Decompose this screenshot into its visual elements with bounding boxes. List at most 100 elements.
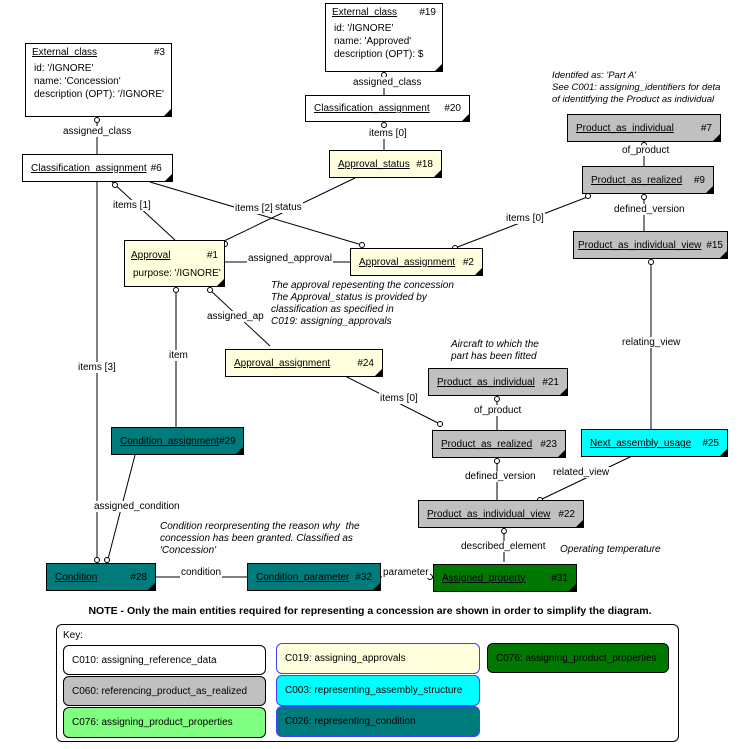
key-item: C010: assigning_reference_data bbox=[63, 645, 266, 675]
entity-condition-assignment-29[interactable]: Condition_assignment#29 bbox=[111, 427, 244, 455]
entity-name: Approval_assignment bbox=[234, 357, 331, 369]
entity-id: #7 bbox=[700, 122, 712, 134]
entity-attr: purpose: '/IGNORE' bbox=[133, 268, 221, 279]
entity-id: #19 bbox=[419, 7, 436, 18]
entity-next-assembly-usage-25[interactable]: Next_assembly_usage #25 bbox=[581, 429, 728, 457]
relation-label: assigned_class bbox=[352, 77, 423, 88]
entity-name: Product_as_realized bbox=[441, 438, 533, 450]
entity-id: #28 bbox=[130, 571, 147, 583]
entity-product-as-individual-21[interactable]: Product_as_individual #21 bbox=[428, 368, 568, 396]
relation-label: items [1] bbox=[112, 200, 152, 211]
key-item-label: C026: representing_condition bbox=[285, 716, 416, 727]
entity-classification-assignment-6[interactable]: Classification_assignment#6 bbox=[22, 154, 173, 182]
relation-label: described_element bbox=[460, 541, 547, 552]
entity-classification-assignment-20[interactable]: Classification_assignment#20 bbox=[305, 95, 470, 122]
entity-name: Product_as_individual_view bbox=[427, 508, 551, 520]
note-part-a: Identifed as: 'Part A' See C001: assigni… bbox=[552, 70, 721, 105]
entity-product-as-realized-9[interactable]: Product_as_realized#9 bbox=[582, 166, 714, 194]
note-approval: The approval repesenting the concession … bbox=[271, 280, 454, 327]
entity-condition-28[interactable]: Condition #28 bbox=[46, 563, 156, 591]
entity-condition-parameter-32[interactable]: Condition_parameter#32 bbox=[247, 563, 381, 591]
relation-label: defined_version bbox=[613, 204, 686, 215]
key-item-label: C019: assigning_approvals bbox=[285, 653, 406, 664]
entity-id: #1 bbox=[206, 250, 218, 261]
entity-name: Product_as_individual bbox=[576, 122, 674, 134]
key-item: C003: representing_assembly_structure bbox=[276, 675, 480, 706]
entity-id: #25 bbox=[702, 437, 719, 449]
main-note: NOTE - Only the main entities required f… bbox=[88, 605, 652, 617]
entity-name: Approval_status bbox=[338, 158, 410, 170]
entity-attr: name: 'Approved' bbox=[334, 36, 412, 47]
relation-label: parameter bbox=[382, 567, 430, 578]
entity-id: #22 bbox=[558, 508, 575, 520]
entity-name: Approval bbox=[131, 250, 171, 261]
entity-id: #15 bbox=[706, 239, 723, 251]
note-aircraft: Aircraft to which the part has been fitt… bbox=[451, 339, 539, 362]
entity-id: #31 bbox=[551, 572, 568, 584]
relation-label: items [0] bbox=[368, 128, 408, 139]
key-item-label: C010: assigning_reference_data bbox=[72, 654, 217, 666]
entity-approval-assignment-2[interactable]: Approval_assignment #2 bbox=[350, 248, 483, 276]
key-item: C019: assigning_approvals bbox=[276, 643, 480, 674]
entity-approval-status-18[interactable]: Approval_status #18 bbox=[329, 150, 442, 178]
entity-product-as-realized-23[interactable]: Product_as_realized #23 bbox=[432, 430, 566, 458]
entity-external-class-3[interactable]: External_class#3 id: '/IGNORE' name: 'Co… bbox=[25, 43, 172, 117]
key-item: C026: representing_condition bbox=[276, 706, 480, 737]
entity-id: #2 bbox=[462, 256, 474, 268]
relation-label: assigned_class bbox=[62, 126, 133, 137]
note-operating: Operating temperature bbox=[560, 544, 661, 555]
relation-label: items [2] bbox=[234, 203, 274, 214]
entity-name: Assigned_property bbox=[442, 572, 526, 584]
entity-attr: id: '/IGNORE' bbox=[34, 63, 94, 74]
entity-attr: name: 'Concession' bbox=[34, 76, 121, 87]
entity-attr: description (OPT): '/IGNORE' bbox=[34, 89, 164, 100]
entity-id: #24 bbox=[357, 357, 374, 369]
relation-label: assigned_approval bbox=[247, 253, 333, 264]
relation-label: defined_version bbox=[464, 471, 537, 482]
note-condition: Condition reorpresenting the reason why … bbox=[160, 521, 360, 556]
entity-name: Product_as_individual bbox=[437, 376, 535, 388]
relation-label: status bbox=[274, 202, 303, 213]
relation-label: assigned_condition bbox=[93, 501, 181, 512]
entity-external-class-19[interactable]: External_class#19 id: '/IGNORE' name: 'A… bbox=[325, 3, 443, 72]
entity-name: Classification_assignment bbox=[31, 162, 147, 174]
key-legend: Key: C010: assigning_reference_data C060… bbox=[56, 624, 679, 742]
entity-name: Next_assembly_usage bbox=[590, 437, 692, 449]
entity-name: Condition_assignment bbox=[120, 435, 219, 447]
entity-product-as-individual-view-15[interactable]: Product_as_individual_view #15 bbox=[573, 231, 728, 259]
relation-label: of_product bbox=[621, 145, 671, 156]
entity-id: #18 bbox=[416, 158, 433, 170]
entity-name: Approval_assignment bbox=[359, 256, 456, 268]
entity-id: #23 bbox=[540, 438, 557, 450]
relation-label: condition bbox=[180, 567, 223, 578]
entity-product-as-individual-7[interactable]: Product_as_individual #7 bbox=[567, 114, 721, 142]
key-item-label: C076: assigning_product_properties bbox=[72, 717, 233, 728]
entity-assigned-property-31[interactable]: Assigned_property #31 bbox=[433, 564, 577, 592]
relation-label: assigned_ap bbox=[206, 311, 265, 322]
entity-id: #20 bbox=[444, 103, 461, 114]
relation-label: items [0] bbox=[505, 213, 545, 224]
entity-attr: description (OPT): $ bbox=[334, 49, 424, 60]
relation-label: items [0] bbox=[379, 393, 419, 404]
relation-label: relating_view bbox=[621, 337, 682, 348]
key-item: C060: referencing_product_as_realized bbox=[63, 676, 266, 706]
key-title: Key: bbox=[63, 630, 84, 641]
entity-product-as-individual-view-22[interactable]: Product_as_individual_view #22 bbox=[418, 500, 584, 528]
entity-approval-1[interactable]: Approval #1 purpose: '/IGNORE' bbox=[124, 240, 225, 287]
entity-name: Condition_parameter bbox=[256, 571, 350, 583]
key-item-label: C003: representing_assembly_structure bbox=[285, 685, 463, 696]
entity-name: Product_as_individual_view bbox=[578, 239, 702, 251]
key-item: C076: assigning_product_properties bbox=[487, 643, 669, 673]
entity-approval-assignment-24[interactable]: Approval_assignment #24 bbox=[225, 349, 383, 377]
entity-id: #9 bbox=[693, 174, 705, 186]
relation-label: items [3] bbox=[77, 362, 117, 373]
key-item-label: C076: assigning_product_properties bbox=[496, 652, 657, 664]
entity-id: #21 bbox=[542, 376, 559, 388]
entity-id: #6 bbox=[150, 162, 162, 174]
key-item: C076: assigning_product_properties bbox=[63, 707, 266, 738]
entity-id: #29 bbox=[218, 435, 236, 447]
relation-label: of_product bbox=[473, 405, 523, 416]
relation-label: related_view bbox=[552, 467, 611, 478]
relation-label: item bbox=[168, 350, 189, 361]
entity-name: Condition bbox=[55, 571, 98, 583]
